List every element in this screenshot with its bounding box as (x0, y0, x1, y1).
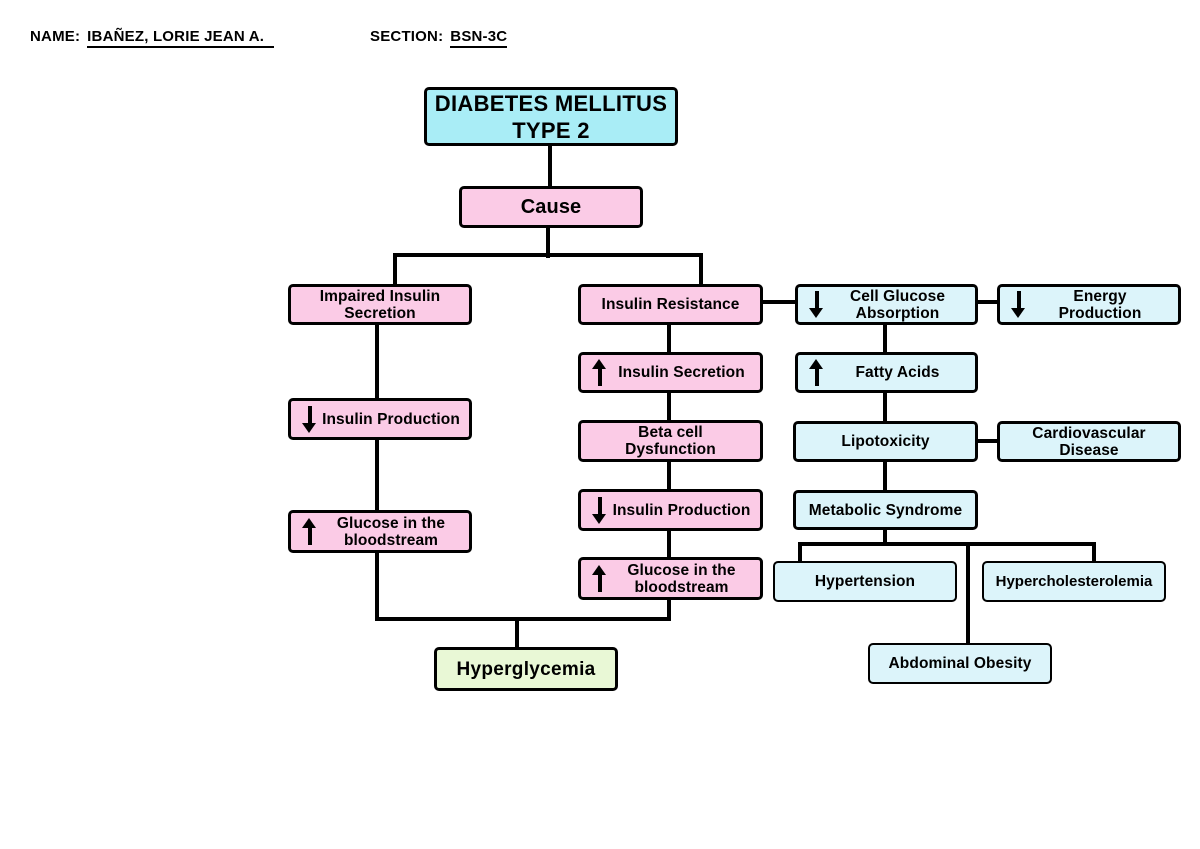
node-cardiovascular-disease: Cardiovascular Disease (997, 421, 1181, 462)
label-line: Impaired Insulin (319, 287, 441, 305)
up-arrow-icon (592, 359, 607, 386)
section-label: SECTION: (370, 28, 444, 45)
node-impaired-insulin-secretion: Impaired Insulin Secretion (288, 284, 472, 325)
connector-metabolic-branch-horizontal (798, 542, 1096, 546)
node-metabolic-syndrome-label: Metabolic Syndrome (808, 501, 963, 519)
node-hypertension: Hypertension (773, 561, 957, 602)
node-hyperglycemia-label: Hyperglycemia (456, 658, 596, 680)
node-insulin-resistance-label: Insulin Resistance (601, 296, 740, 313)
connector-production-to-glucose-mid (667, 529, 671, 559)
connector-insulin-production-to-glucose-left (375, 438, 379, 512)
node-insulin-secretion-increase: Insulin Secretion (578, 352, 763, 393)
down-arrow-icon (592, 496, 607, 524)
down-arrow-icon (1011, 291, 1026, 318)
down-arrow-icon (302, 405, 317, 433)
label-line: Dysfunction (625, 441, 716, 458)
label-line: Production (1058, 304, 1142, 322)
label-line: Cardiovascular (1032, 424, 1146, 442)
connector-impaired-to-insulin-production (375, 322, 379, 400)
connector-resistance-to-cellglucose (761, 300, 797, 304)
node-energy-production: Energy Production (997, 284, 1181, 325)
connector-branch-to-resistance (699, 253, 703, 286)
page-title: DIABETES MELLITUS TYPE 2 (427, 90, 675, 144)
node-fatty-acids-label: Fatty Acids (855, 364, 940, 381)
node-hypertension-label: Hypertension (814, 573, 916, 590)
connector-metabolic-down (883, 528, 887, 546)
node-glucose-bloodstream-mid-label: Glucose in the bloodstream (609, 562, 754, 596)
down-arrow-icon (809, 291, 824, 318)
connector-merge-horizontal (375, 617, 671, 621)
connector-cellglucose-to-energy (975, 300, 999, 304)
label-line: Glucose in the (336, 514, 446, 532)
node-glucose-bloodstream-left: Glucose in the bloodstream (288, 510, 472, 553)
connector-lipotoxicity-to-cardio (975, 439, 999, 443)
label-line: Absorption (855, 304, 940, 322)
node-cardiovascular-disease-label: Cardiovascular Disease (1000, 425, 1178, 459)
node-cell-glucose-absorption: Cell Glucose Absorption (795, 284, 978, 325)
node-hypercholesterolemia-label: Hypercholesterolemia (995, 573, 1153, 590)
node-glucose-bloodstream-left-label: Glucose in the bloodstream (319, 515, 463, 549)
node-fatty-acids: Fatty Acids (795, 352, 978, 393)
connector-cellglucose-to-fattyacids (883, 322, 887, 354)
node-cell-glucose-absorption-label: Cell Glucose Absorption (826, 288, 969, 322)
node-diabetes-mellitus-title: DIABETES MELLITUS TYPE 2 (424, 87, 678, 146)
connector-branch-to-impaired (393, 253, 397, 286)
connector-glucose-left-down (375, 551, 379, 621)
up-arrow-icon (592, 565, 607, 592)
title-line2: TYPE 2 (512, 117, 590, 143)
label-line: Disease (1059, 441, 1119, 459)
up-arrow-icon (809, 359, 824, 386)
connector-betacell-to-production (667, 460, 671, 491)
node-impaired-insulin-secretion-label: Impaired Insulin Secretion (291, 288, 469, 322)
label-line: Cell Glucose (849, 287, 946, 305)
node-energy-production-label: Energy Production (1028, 288, 1172, 322)
node-insulin-production-mid: Insulin Production (578, 489, 763, 531)
label-line: Energy (1073, 287, 1127, 305)
node-beta-cell-dysfunction-label: Beta cell Dysfunction (581, 424, 760, 458)
node-glucose-bloodstream-mid: Glucose in the bloodstream (578, 557, 763, 600)
node-beta-cell-dysfunction: Beta cell Dysfunction (578, 420, 763, 462)
label-line: Glucose in the (627, 561, 736, 579)
node-insulin-production-mid-label: Insulin Production (612, 501, 751, 519)
connector-title-to-cause (548, 145, 552, 188)
node-insulin-secretion-increase-label: Insulin Secretion (618, 364, 745, 381)
name-label: NAME: (30, 28, 81, 45)
node-insulin-production-left: Insulin Production (288, 398, 472, 440)
node-hypercholesterolemia: Hypercholesterolemia (982, 561, 1166, 602)
up-arrow-icon (302, 518, 317, 545)
connector-cause-to-branch (546, 226, 550, 258)
connector-branch-horizontal (393, 253, 703, 257)
connector-to-hypertension (798, 542, 802, 563)
label-line: bloodstream (634, 578, 729, 596)
node-abdominal-obesity: Abdominal Obesity (868, 643, 1052, 684)
node-metabolic-syndrome: Metabolic Syndrome (793, 490, 978, 530)
node-insulin-resistance: Insulin Resistance (578, 284, 763, 325)
connector-resistance-to-secretion (667, 322, 671, 354)
node-abdominal-obesity-label: Abdominal Obesity (888, 655, 1032, 672)
label-line: Secretion (344, 304, 416, 322)
connector-to-abdominal-obesity (966, 542, 970, 645)
title-line1: DIABETES MELLITUS (434, 90, 668, 116)
connector-secretion-to-betacell (667, 391, 671, 422)
section-value: BSN-3C (450, 28, 508, 48)
name-value: IBAÑEZ, LORIE JEAN A. (87, 28, 275, 48)
label-line: Beta cell (638, 424, 703, 441)
section-field: SECTION: BSN-3C (370, 28, 508, 48)
connector-to-hyperglycemia (515, 617, 519, 649)
node-cause: Cause (459, 186, 643, 228)
connector-fattyacids-to-lipotoxicity (883, 391, 887, 423)
name-field: NAME: IBAÑEZ, LORIE JEAN A. (30, 28, 275, 48)
node-lipotoxicity: Lipotoxicity (793, 421, 978, 462)
connector-to-hypercholesterolemia (1092, 542, 1096, 563)
node-cause-label: Cause (520, 195, 582, 218)
label-line: bloodstream (343, 531, 439, 549)
connector-glucose-mid-down (667, 598, 671, 621)
node-hyperglycemia: Hyperglycemia (434, 647, 618, 691)
node-insulin-production-left-label: Insulin Production (322, 410, 460, 428)
node-lipotoxicity-label: Lipotoxicity (841, 433, 930, 450)
connector-lipotoxicity-to-metabolic (883, 460, 887, 492)
